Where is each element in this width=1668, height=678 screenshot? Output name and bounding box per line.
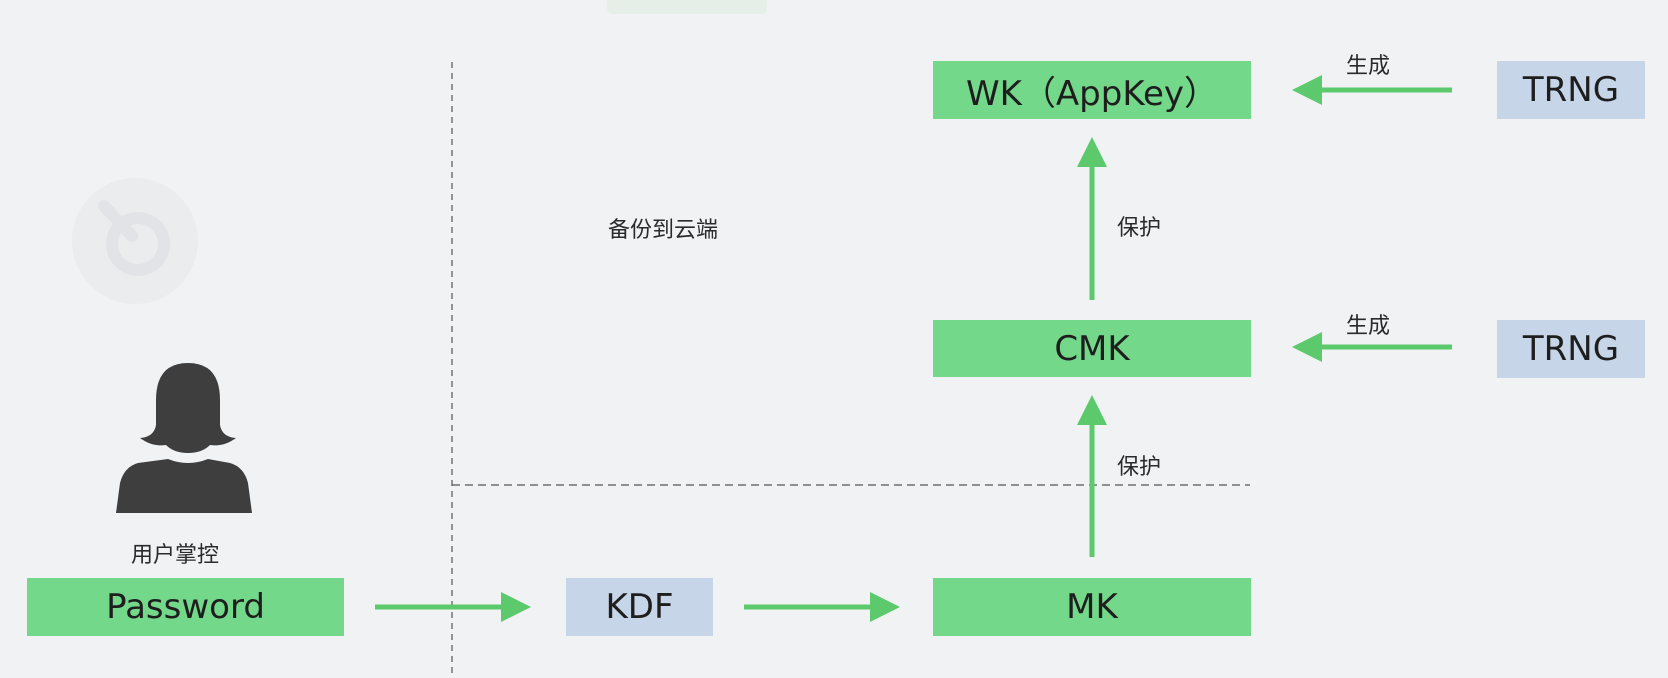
- protect-label-bottom: 保护: [1117, 455, 1162, 480]
- watermark-logo-icon: [72, 178, 198, 304]
- wk-appkey-box: WK（AppKey）: [933, 61, 1251, 119]
- user-control-label: 用户掌控: [131, 543, 220, 568]
- top-strip-decoration: [607, 0, 767, 14]
- trng-top-label: TRNG: [1522, 70, 1620, 110]
- password-label: Password: [106, 587, 265, 627]
- kdf-label: KDF: [605, 587, 674, 627]
- mk-box: MK: [933, 578, 1251, 636]
- generate-label-top: 生成: [1346, 54, 1391, 79]
- user-silhouette-icon: [110, 355, 260, 517]
- cmk-label: CMK: [1054, 328, 1130, 369]
- generate-label-mid: 生成: [1346, 314, 1391, 339]
- kdf-box: KDF: [566, 578, 713, 636]
- trng-top-box: TRNG: [1497, 61, 1645, 119]
- wk-appkey-label: WK（AppKey）: [966, 73, 1218, 114]
- trng-mid-box: TRNG: [1497, 320, 1645, 378]
- password-box: Password: [27, 578, 344, 636]
- cmk-box: CMK: [933, 320, 1251, 377]
- backup-cloud-label: 备份到云端: [608, 218, 719, 243]
- protect-label-top: 保护: [1117, 216, 1162, 241]
- mk-label: MK: [1066, 587, 1118, 627]
- trng-mid-label: TRNG: [1522, 329, 1620, 369]
